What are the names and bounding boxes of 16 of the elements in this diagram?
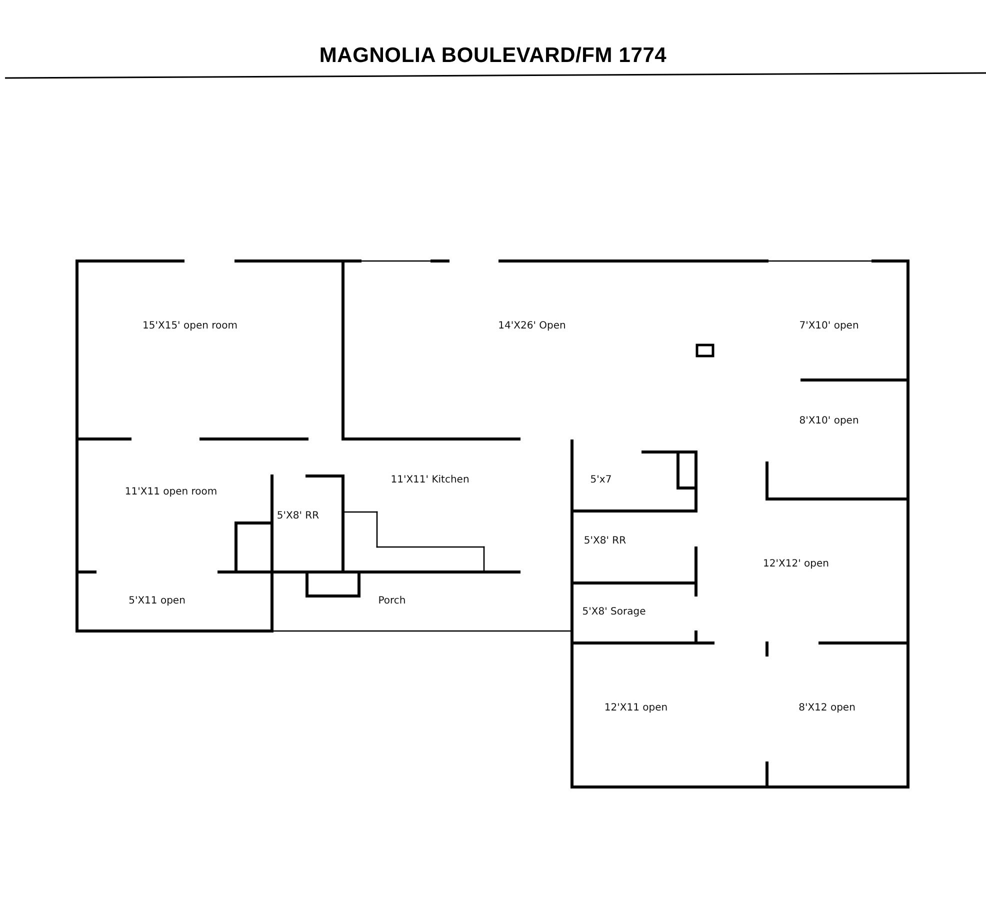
street-name-heading: MAGNOLIA BOULEVARD/FM 1774 xyxy=(318,44,668,68)
room-label: 8'X12 open xyxy=(798,702,856,714)
room-label: 5'X11 open xyxy=(128,596,186,606)
room-label: 8'X10' open xyxy=(799,416,859,426)
room-label: 14'X26' Open xyxy=(498,320,566,332)
room-label: 12'X11 open xyxy=(604,702,668,714)
room-label: 12'X12' open xyxy=(763,558,829,570)
room-label: 11'X11 open room xyxy=(124,486,218,498)
room-label: 15'X15' open room xyxy=(142,320,238,332)
room-label: 7'X10' open xyxy=(799,320,859,332)
room-label: Porch xyxy=(378,596,406,606)
room-label: 5'X8' Sorage xyxy=(582,606,646,618)
room-label: 5'x7 xyxy=(590,474,612,486)
room-label: 11'X11' Kitchen xyxy=(390,474,470,486)
room-label: 5'X8' RR xyxy=(276,510,320,522)
room-label: 5'X8' RR xyxy=(584,536,626,546)
